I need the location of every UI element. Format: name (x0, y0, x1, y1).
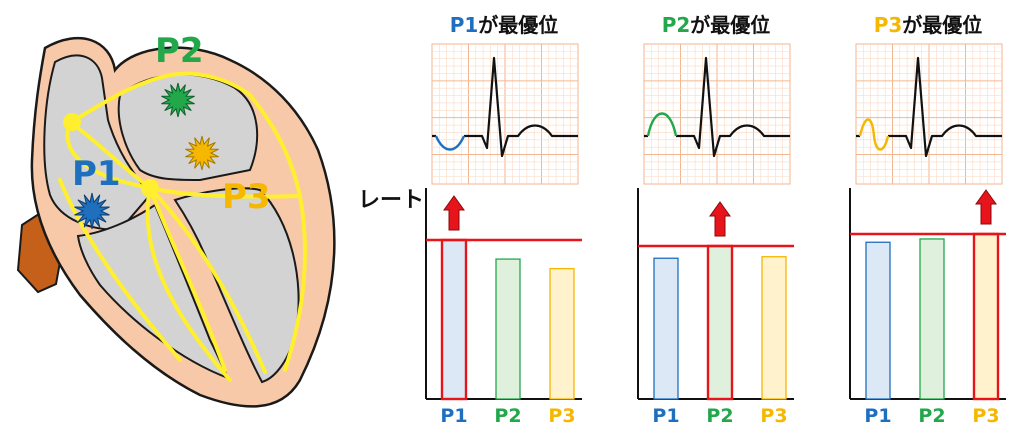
ecg-strip (431, 43, 579, 185)
ecg-p-wave (858, 118, 890, 151)
bar-p2 (919, 238, 945, 400)
x-tick-label-p3: P3 (548, 405, 575, 427)
heart-label-p1: P1 (72, 154, 121, 194)
panel-title-suffix: が最優位 (478, 13, 558, 37)
heart-label-p3: P3 (222, 177, 271, 217)
rate-bar-chart: P1 P2 P3 (849, 188, 1006, 427)
heart-illustration: P1 P2 P3 (16, 31, 336, 408)
x-tick-label-p2: P2 (706, 405, 733, 427)
bar-p2 (495, 258, 521, 400)
x-tick-label-p1: P1 (864, 405, 891, 427)
panel-title-pacer: P3 (874, 13, 903, 37)
heart-label-p2: P2 (155, 31, 204, 71)
bar-p2 (706, 244, 734, 401)
x-tick-label-p3: P3 (972, 405, 999, 427)
panel-title-pacer: P1 (450, 13, 479, 37)
x-tick-label-p2: P2 (494, 405, 521, 427)
pacemaker-star-p1 (74, 192, 110, 230)
rate-up-arrow (443, 195, 465, 231)
ecg-trace (856, 56, 1002, 158)
x-tick-label-p2: P2 (918, 405, 945, 427)
ecg-strip (855, 43, 1003, 185)
ecg-trace (432, 56, 578, 158)
conduction-pathways (58, 71, 307, 382)
x-tick-label-p1: P1 (440, 405, 467, 427)
av-node (141, 179, 159, 197)
panel-title-pacer: P2 (662, 13, 691, 37)
panel-title: P3が最優位 (874, 13, 983, 37)
pacemaker-star-p2 (161, 82, 195, 118)
panel-title: P2が最優位 (662, 13, 771, 37)
sa-node (63, 113, 81, 131)
bar-p1 (440, 238, 468, 401)
rate-up-arrow (975, 189, 997, 225)
bar-p3 (761, 256, 787, 400)
ecg-trace (644, 56, 790, 158)
ecg-p-wave (646, 112, 678, 137)
ecg-p-wave (434, 135, 466, 151)
y-axis-label: レート (358, 188, 424, 213)
x-tick-label-p3: P3 (760, 405, 787, 427)
pacemaker-star-p3 (185, 135, 219, 171)
bar-p1 (865, 241, 891, 400)
panel-title-suffix: が最優位 (690, 13, 770, 37)
rate-bar-chart: P1 P2 P3 (425, 188, 582, 427)
bar-p3 (549, 267, 575, 400)
bar-p1 (653, 257, 679, 400)
x-tick-label-p1: P1 (652, 405, 679, 427)
ecg-strip (643, 43, 791, 185)
rate-up-arrow (709, 201, 731, 237)
rate-bar-chart: P1 P2 P3 (637, 188, 794, 427)
chamber-left-atrium (117, 73, 259, 182)
panel-title-suffix: が最優位 (902, 13, 982, 37)
panel-title: P1が最優位 (450, 13, 559, 37)
bar-p3 (972, 232, 1000, 401)
